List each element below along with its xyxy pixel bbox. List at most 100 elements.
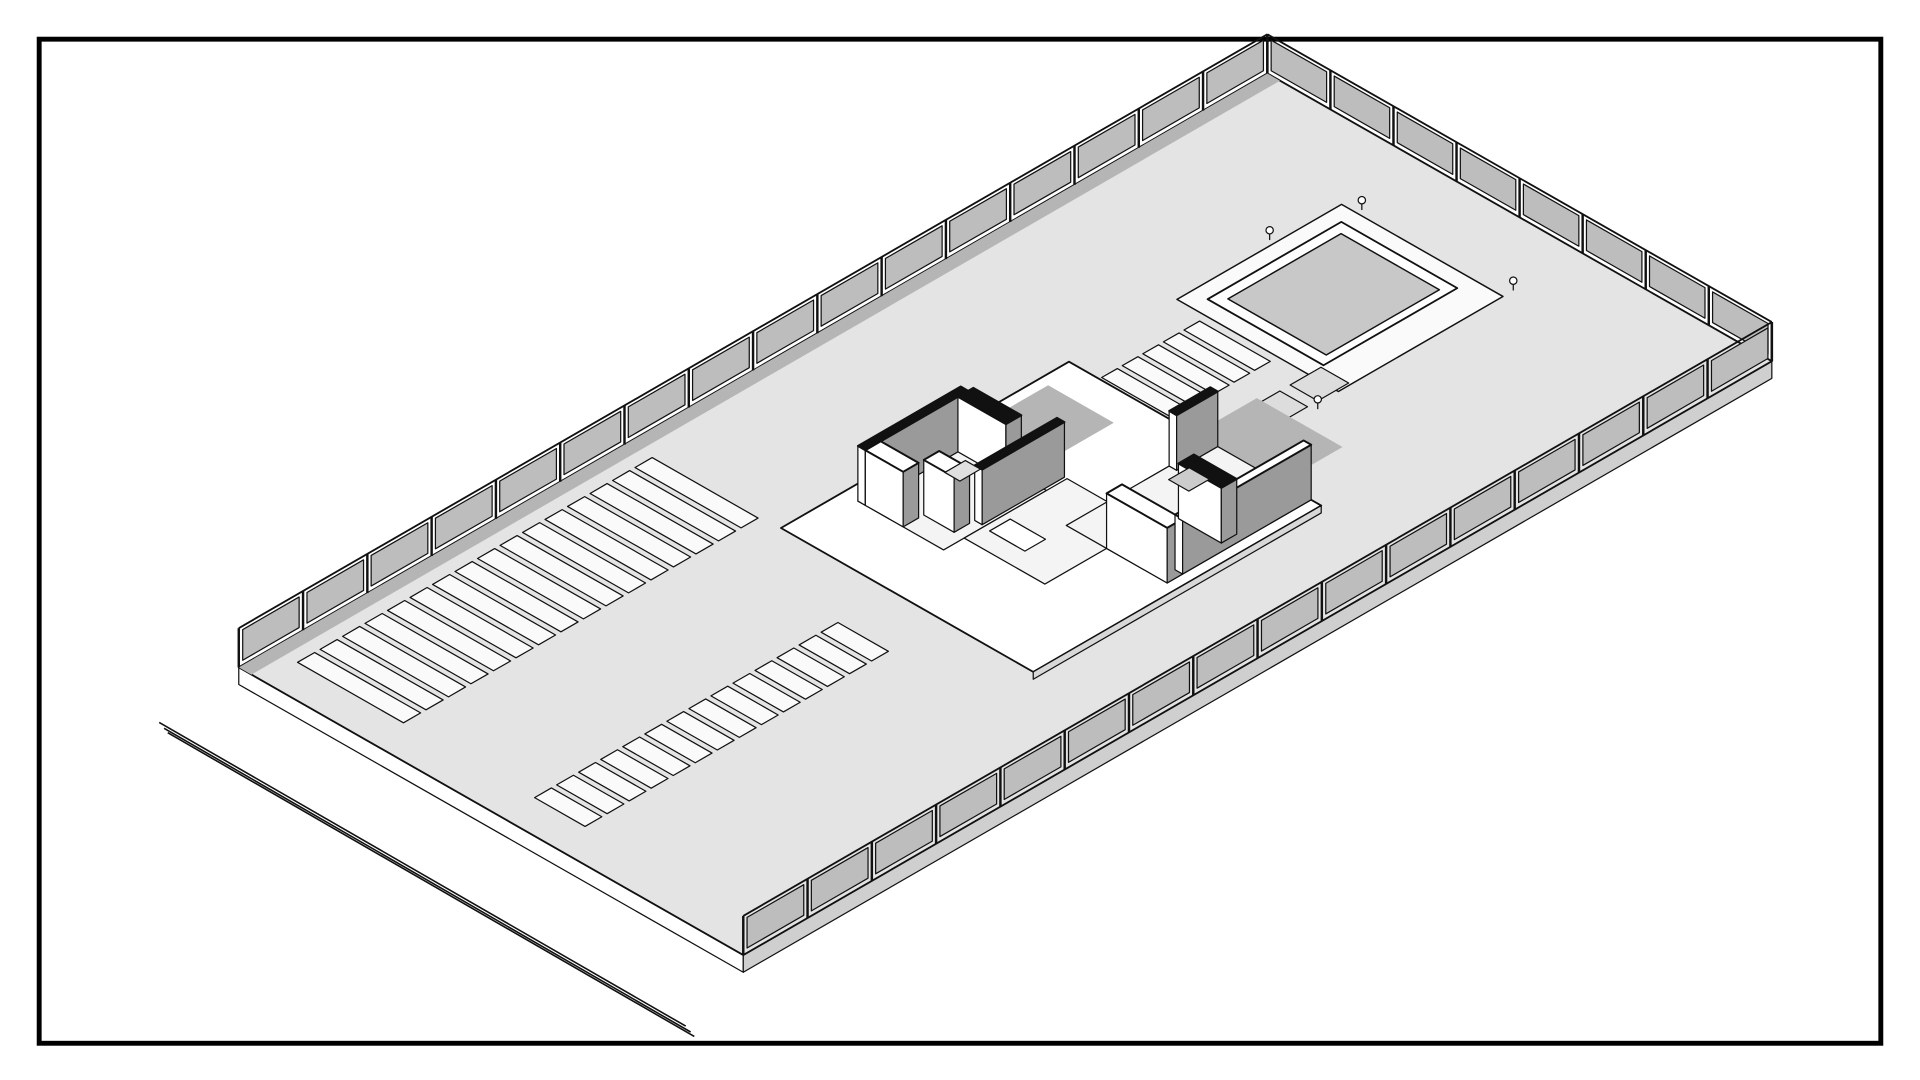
paver-right <box>1142 344 1230 395</box>
paver-left <box>364 612 489 685</box>
road-line <box>163 727 692 1033</box>
platform-edge <box>1032 504 1322 680</box>
kitchen-back-wall-top <box>1168 386 1219 417</box>
fence-back-panel <box>1013 150 1072 216</box>
sun-lounger <box>1289 366 1350 402</box>
fence-back-panel <box>627 373 686 439</box>
paver-bottom <box>754 660 823 700</box>
fence-front-panel <box>1517 438 1576 504</box>
bedroom-partition-face-b <box>1220 478 1238 544</box>
fence-front-panel <box>1646 364 1705 429</box>
paver-right <box>1183 320 1271 371</box>
fence-front-panel <box>939 772 998 838</box>
road-lines <box>158 721 695 1038</box>
fence-front-panel <box>875 809 933 875</box>
fence-back-panel <box>756 299 815 364</box>
paver-left <box>634 456 759 529</box>
fence-back-panel <box>1077 113 1136 179</box>
paver-bottom <box>534 787 603 828</box>
fence-front-panel <box>1325 550 1383 615</box>
left-wall-face-b <box>902 462 920 528</box>
fence-front-rail <box>742 321 1773 917</box>
kitchen-counter <box>1168 467 1211 492</box>
fence-right-panel <box>1333 75 1391 139</box>
fence-back-panel <box>563 410 622 476</box>
fence-right-panel <box>1459 147 1517 211</box>
fence-front-panel <box>746 884 805 949</box>
fence-back-panel <box>242 596 300 661</box>
fence-back-panel <box>1206 39 1265 105</box>
fence-shadow <box>238 73 1280 675</box>
paver-bottom <box>578 761 647 802</box>
fence-front-panel <box>1196 624 1255 689</box>
fence-back-panel <box>306 559 365 624</box>
paver-bottom <box>776 647 845 688</box>
fence-back-panel <box>434 485 493 550</box>
fence-back-panel <box>1141 76 1200 142</box>
paver-left <box>319 638 444 711</box>
paver-left <box>386 599 512 672</box>
parking-pavers <box>296 320 1271 828</box>
fence-front-panel <box>1582 401 1640 467</box>
drawing-frame <box>36 36 1884 1046</box>
paver-bottom <box>644 723 713 764</box>
fence-front-panel <box>1710 327 1769 392</box>
fence-back-panel <box>370 522 429 587</box>
perimeter-fence <box>237 33 1774 956</box>
fence-back-rail <box>238 33 1268 629</box>
paver-left <box>476 547 602 620</box>
paver-bottom <box>820 621 889 662</box>
back-wall-face-a <box>857 445 866 506</box>
pool-water <box>1227 232 1441 356</box>
paver-left <box>296 651 422 724</box>
fence-back-panel <box>884 225 943 290</box>
paver-bottom <box>622 736 691 777</box>
fence-right-panel <box>1396 111 1454 175</box>
fence-front-panel <box>1260 587 1319 652</box>
paver-left <box>544 509 669 581</box>
road-line <box>158 721 687 1027</box>
fence-right-panel <box>1270 39 1328 103</box>
garden-lamp-icon <box>1313 395 1323 404</box>
fence-back-panel <box>499 447 558 513</box>
paver-left <box>409 586 534 659</box>
garden-lamp-icon <box>1265 225 1274 235</box>
fence-front-panel <box>810 846 869 912</box>
fence-right-panel <box>1648 255 1706 319</box>
paver-bottom <box>666 710 735 751</box>
garden-lamp-icon <box>1357 195 1367 205</box>
fence-right-panel <box>1522 183 1580 247</box>
paver-left <box>521 521 647 594</box>
fence-front-panel <box>1003 735 1062 801</box>
paver-right <box>1162 332 1251 383</box>
paver-bottom <box>798 634 867 675</box>
paver-left <box>341 625 467 698</box>
fence-back-panel <box>691 336 750 402</box>
fence-front-panel <box>1067 698 1126 763</box>
house-cutaway <box>780 360 1343 680</box>
paver-left <box>589 482 714 555</box>
fence-front-panel <box>1453 475 1512 541</box>
fence-right-rail <box>1266 33 1773 323</box>
glass-wall-face-a <box>974 464 983 526</box>
paver-left <box>566 496 692 568</box>
paver-left <box>431 573 557 646</box>
paver-bottom <box>556 774 625 815</box>
paver-bottom <box>732 672 801 713</box>
bedroom-front-wall-face-a <box>1174 514 1184 575</box>
fence-right-panel <box>1585 219 1643 283</box>
fence-front-panel <box>1132 661 1191 726</box>
paver-bottom <box>688 698 757 739</box>
coffee-table <box>944 459 982 482</box>
kitchen-back-wall-face-a <box>1168 410 1178 471</box>
garden-lamp-icon <box>1508 276 1518 285</box>
paver-left <box>499 534 624 607</box>
left-wall-top <box>864 440 920 473</box>
paver-left <box>611 469 737 542</box>
paver-bottom <box>600 749 669 789</box>
partition-wall-top <box>956 386 1023 426</box>
paver-left <box>454 560 579 633</box>
paver-bottom <box>710 685 779 726</box>
fence-back-panel <box>820 262 879 327</box>
